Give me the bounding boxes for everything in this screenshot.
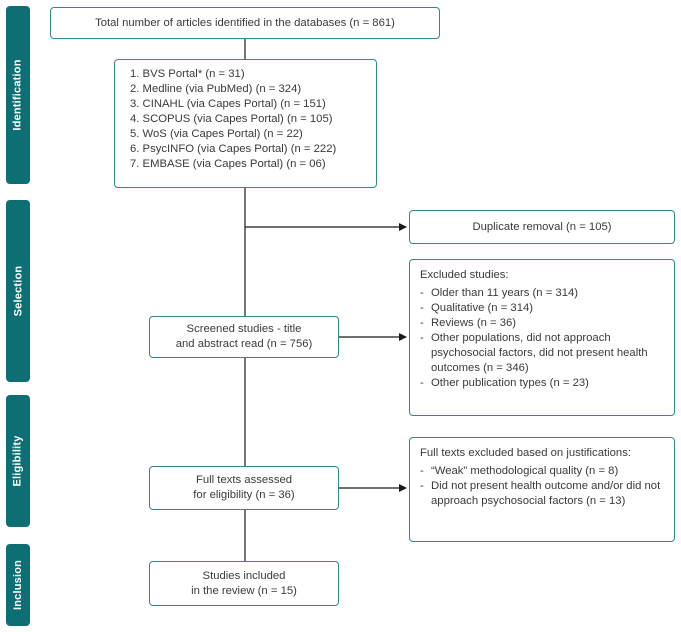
database-item: 1. BVS Portal* (n = 31) [130,68,245,80]
excluded-item: Reviews (n = 36) [420,316,664,331]
studies-included-line1: Studies included [202,569,286,582]
duplicate-removal-text: Duplicate removal (n = 105) [472,220,612,233]
excluded-studies-title: Excluded studies: [420,269,509,281]
database-item: 6. PsycINFO (via Capes Portal) (n = 222) [130,143,337,155]
database-item: 3. CINAHL (via Capes Portal) (n = 151) [130,98,326,110]
database-item: 5. WoS (via Capes Portal) (n = 22) [130,128,303,140]
fulltext-assessed-box: Full texts assessed for eligibility (n =… [149,466,339,510]
screened-studies-box: Screened studies - title and abstract re… [149,316,339,358]
duplicate-removal-box: Duplicate removal (n = 105) [409,210,675,244]
studies-included-line2: in the review (n = 15) [191,584,297,597]
excluded-item: Older than 11 years (n = 314) [420,286,664,301]
fulltext-excluded-title: Full texts excluded based on justificati… [420,447,631,459]
database-item: 7. EMBASE (via Capes Portal) (n = 06) [130,158,326,170]
fulltext-assessed-line1: Full texts assessed [195,474,293,486]
excluded-studies-box: Excluded studies: Older than 11 years (n… [409,259,675,416]
excluded-studies-list: Older than 11 years (n = 314) Qualitativ… [420,286,664,391]
database-item: 2. Medline (via PubMed) (n = 324) [130,83,302,95]
databases-box: 1. BVS Portal* (n = 31) 2. Medline (via … [114,59,377,188]
total-articles-box: Total number of articles identified in t… [50,7,440,39]
phase-selection: Selection [6,200,30,382]
fulltext-assessed-line2: for eligibility (n = 36) [193,489,295,501]
fulltext-excluded-list: “Weak” methodological quality (n = 8) Di… [420,464,664,509]
screened-studies-line2: and abstract read (n = 756) [175,338,313,350]
screened-studies-line1: Screened studies - title [186,323,302,335]
fulltext-excluded-box: Full texts excluded based on justificati… [409,437,675,542]
phase-inclusion: Inclusion [6,544,30,626]
studies-included-box: Studies included in the review (n = 15) [149,561,339,606]
excluded-item: Other populations, did not approach psyc… [420,331,664,376]
fulltext-excluded-item: “Weak” methodological quality (n = 8) [420,464,664,479]
phase-identification: Identification [6,6,30,184]
excluded-item: Other publication types (n = 23) [420,376,664,391]
phase-eligibility: Eligibility [6,395,30,527]
database-item: 4. SCOPUS (via Capes Portal) (n = 105) [130,113,333,125]
fulltext-excluded-item: Did not present health outcome and/or di… [420,479,664,509]
total-articles-text: Total number of articles identified in t… [95,16,395,29]
excluded-item: Qualitative (n = 314) [420,301,664,316]
